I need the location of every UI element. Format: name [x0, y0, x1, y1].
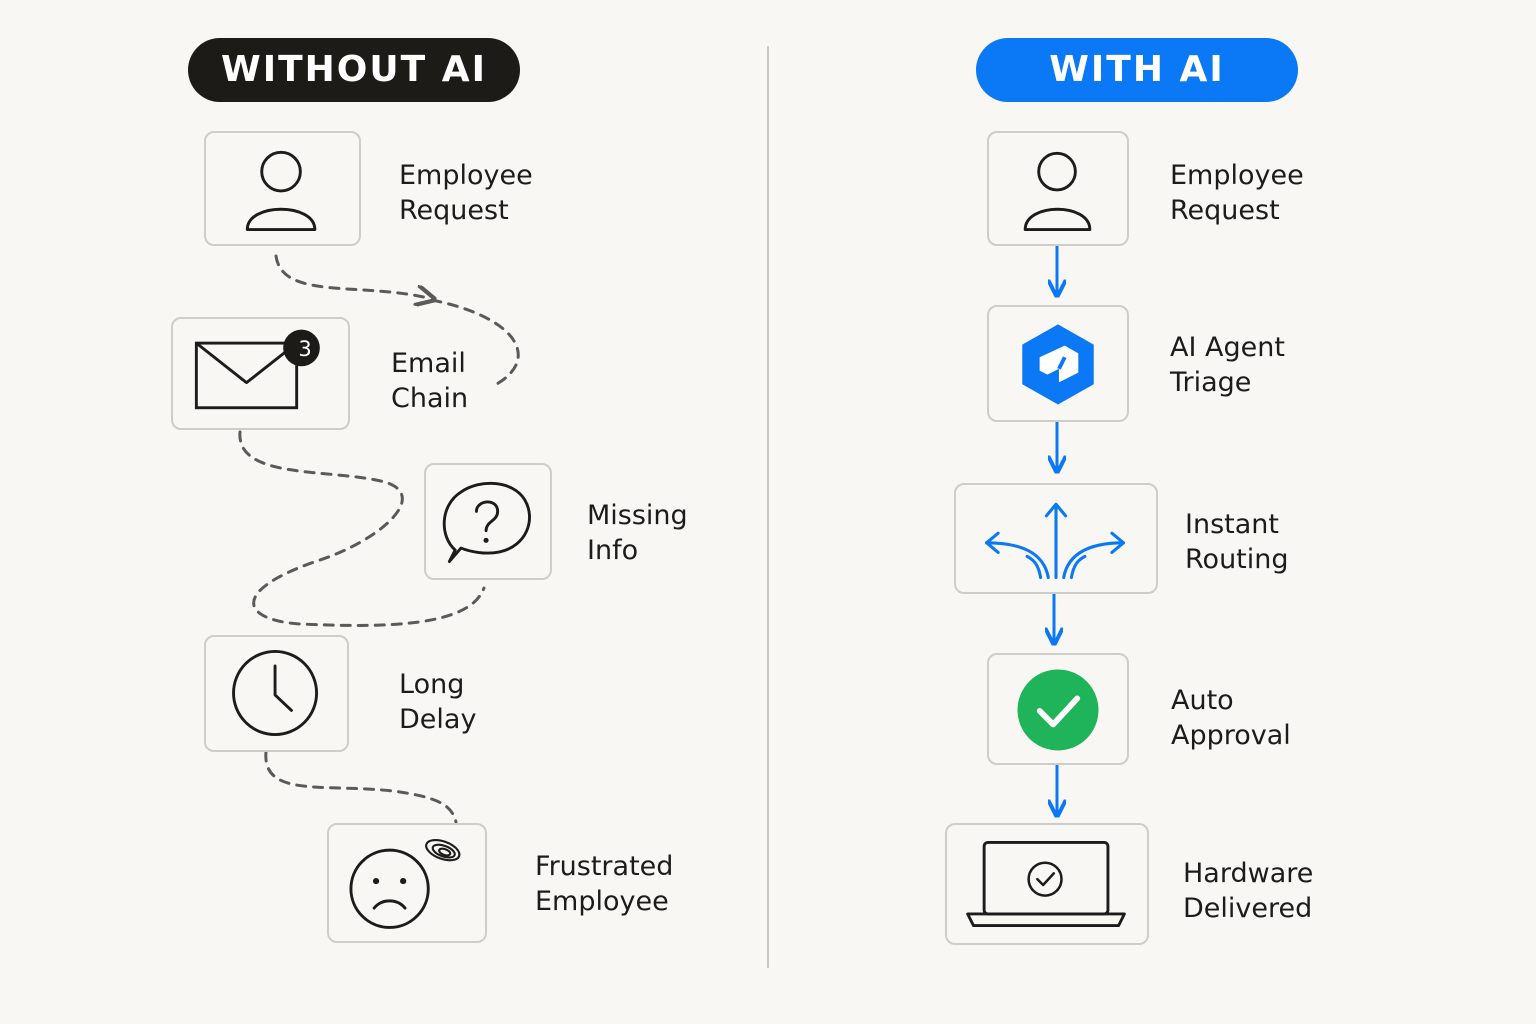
with-step-hardware-delivered: [945, 823, 1149, 945]
user-icon: [1023, 151, 1092, 231]
envelope-icon: [194, 329, 320, 410]
with-step-employee-request: [987, 131, 1129, 246]
dashed-connector-3: [264, 750, 458, 824]
without-step-missing-info: [424, 463, 552, 580]
dashed-connector-1: [274, 254, 428, 298]
with-step-instant-routing: [954, 483, 1158, 594]
question-bubble-icon: [442, 481, 531, 564]
clock-icon: [232, 650, 319, 736]
frustrated-face-icon: [349, 838, 461, 929]
without-step-email-chain: 3: [171, 317, 350, 430]
user-icon: [245, 150, 317, 231]
with-ai-header: WITH AI: [976, 38, 1298, 102]
ai-hexagon-icon: [1022, 324, 1094, 405]
without-step-frustrated-employee: [327, 823, 487, 943]
without-step-employee-request: [204, 131, 361, 246]
routing-arrows-icon: [985, 502, 1126, 580]
with-step-auto-approval: [987, 653, 1129, 765]
check-circle-icon: [1017, 669, 1099, 751]
notification-badge: 3: [298, 337, 312, 361]
without-ai-header: WITHOUT AI: [188, 38, 520, 102]
without-step-long-delay: [204, 635, 349, 752]
center-divider: [767, 46, 769, 968]
with-step-ai-agent-triage: [987, 305, 1129, 422]
laptop-check-icon: [966, 840, 1126, 928]
